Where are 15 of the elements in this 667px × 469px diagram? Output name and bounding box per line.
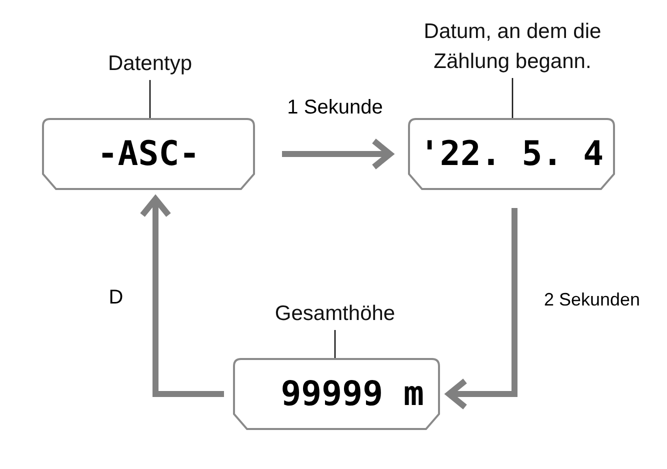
leader-line <box>512 78 514 118</box>
display-caption: Datentyp <box>80 48 220 80</box>
display-caption: Datum, an dem die Zählung begann. <box>385 16 640 78</box>
display-caption: Gesamthöhe <box>250 298 420 330</box>
lcd-readout: '22. 5. 4 <box>419 134 604 174</box>
arrow <box>446 208 518 410</box>
lcd-display <box>408 118 615 190</box>
lcd-readout: 99999 m <box>280 374 424 414</box>
arrow <box>282 138 393 170</box>
leader-line <box>149 80 151 118</box>
lcd-display <box>233 358 440 430</box>
arrow <box>140 196 224 397</box>
lcd-display <box>42 118 255 190</box>
lcd-readout: -ASC- <box>97 134 200 174</box>
leader-line <box>334 330 336 358</box>
